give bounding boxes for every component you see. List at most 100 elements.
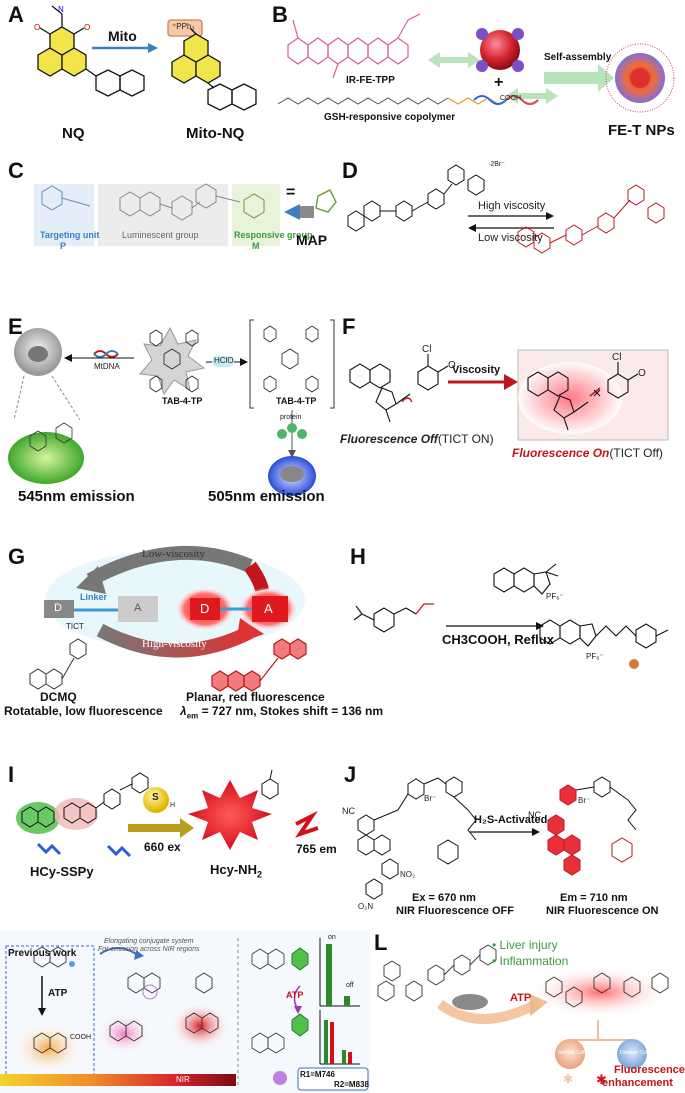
fe-t-np-scheme	[277, 13, 675, 113]
nir-off-label: NIR Fluorescence OFF	[396, 905, 514, 917]
svg-text:N: N	[58, 5, 64, 14]
panel-h: H PF₆⁻ PF₆⁻ CH3COOH, Reflux	[350, 540, 677, 720]
panel-letter-i: I	[8, 762, 15, 787]
mito-arrow-label: Mito	[108, 28, 137, 44]
nc-label-left: NC	[342, 806, 355, 816]
planar-label: Planar, red fluorescence	[186, 690, 325, 704]
fluorescence-off-sub: (TICT ON)	[437, 432, 494, 446]
luminescent-label: Luminescent group	[122, 230, 199, 240]
targeting-unit-label: Targeting unit	[40, 230, 100, 240]
ex-660-label: 660 ex	[144, 840, 181, 854]
normal-cells-label: Normal Cells	[558, 1050, 587, 1056]
lambda-em-value: = 727 nm, Stokes shift = 136 nm	[198, 704, 383, 718]
plus-sign: +	[494, 74, 504, 91]
panel-letter-a: A	[8, 2, 24, 27]
nir-h2s-probe	[357, 776, 637, 900]
tpp-tag: ⁺PPh₃	[172, 22, 195, 31]
br-label-left: Br⁻	[424, 794, 437, 803]
charge-label-1: ·2Br⁻	[488, 161, 505, 168]
rotatable-label: Rotatable, low fluorescence	[4, 704, 163, 718]
cooh-label-k: COOH	[70, 1034, 91, 1041]
nq-structures: O O N	[34, 5, 257, 111]
low-viscosity-label: Low viscosity	[478, 232, 543, 244]
liver-injury-text: Liver injury	[499, 938, 558, 952]
tab-4-tp-left-label: TAB-4-TP	[162, 396, 203, 406]
inflammation-label: • Inflammation	[492, 954, 569, 968]
panel-d: D ·2Br⁻ High viscosity	[338, 150, 677, 260]
protein-label: protein	[280, 414, 302, 421]
h2s-activated-label: H₂S-Activated	[474, 814, 548, 826]
responsive-label: Responsive group	[234, 230, 313, 240]
panel-i: I S H HCy-SSPy 660 ex	[0, 760, 338, 920]
atp-label-left: ATP	[48, 988, 68, 999]
panel-letter-l: L	[374, 930, 388, 955]
r1-label: R1=M746	[300, 1070, 335, 1079]
elongating-label: Elongating conjugate system	[104, 938, 194, 945]
fluorescence-off-main: Fluorescence Off	[340, 432, 438, 446]
off-label: off	[346, 982, 354, 989]
svg-text:✱: ✱	[563, 1072, 573, 1086]
panel-letter-d: D	[342, 158, 358, 183]
fe-t-nps-label: FE-T NPs	[608, 122, 675, 139]
atp-label-right: ATP	[286, 990, 304, 1000]
atp-liver-probe: ✱ ✱	[377, 944, 672, 1087]
nir-on-label: NIR Fluorescence ON	[546, 905, 659, 917]
copolymer-label: GSH-responsive copolymer	[324, 112, 456, 123]
no2-label: NO₂	[400, 870, 416, 879]
cooh-label: COOH	[500, 95, 521, 102]
high-viscosity-label: High-viscosity	[142, 638, 207, 650]
h2s-probe-scheme	[16, 769, 319, 858]
a-red-label: A	[264, 601, 273, 616]
br-label-right: Br⁻	[578, 796, 591, 805]
h-label: H	[170, 802, 176, 809]
emission-505-label: 505nm emission	[208, 488, 325, 505]
elongating-label-2: For emission across NIR regions	[98, 946, 200, 953]
svg-text:O: O	[34, 23, 40, 32]
pf6-label-top: PF₆⁻	[546, 592, 564, 601]
atp-probe-design	[0, 930, 370, 1093]
condensation-reaction	[353, 563, 669, 669]
em-value-label: Em = 710 nm	[560, 892, 628, 904]
o-label-right: O	[638, 368, 646, 379]
dcmq-mechanism	[29, 545, 307, 692]
fluorescence-label: Fluorescence	[614, 1064, 685, 1076]
tab-4-tp-right-label: TAB-4-TP	[276, 396, 317, 406]
map-structure	[34, 183, 337, 246]
inflammation-text: Inflammation	[499, 954, 569, 968]
ir-fe-tpp-label: IR-FE-TPP	[346, 75, 395, 86]
a-gray-label: A	[134, 602, 142, 614]
cl-label-left: Cl	[422, 344, 432, 355]
viscosity-probe	[347, 164, 665, 254]
responsive-m-label: M	[252, 241, 260, 251]
hclo-label: HClO	[214, 356, 234, 365]
lambda-em-sub: em	[186, 711, 199, 721]
panel-letter-c: C	[8, 158, 24, 183]
previous-work-label: Previous work	[8, 948, 77, 959]
nir-label: NIR	[176, 1075, 190, 1084]
enhancement-label: enhancement	[602, 1077, 673, 1089]
panel-g: G	[0, 540, 383, 721]
self-assembly-label: Self-assembly	[544, 52, 612, 63]
viscosity-tict-scheme	[349, 349, 669, 441]
panel-l: L ✱ ✱ • L	[370, 930, 685, 1093]
d-gray-label: D	[54, 602, 62, 614]
panel-letter-j: J	[344, 762, 357, 787]
viscosity-label: Viscosity	[452, 364, 501, 376]
panel-f: F	[338, 310, 677, 480]
panel-letter-h: H	[350, 544, 366, 569]
r2-label: R2=M838	[334, 1080, 369, 1089]
liver-injury-label: • Liver injury	[492, 938, 558, 952]
nq-label: NQ	[62, 125, 85, 142]
hcy-nh2-text: Hcy-NH	[210, 862, 257, 877]
tab-4-tp-scheme	[8, 319, 335, 496]
panel-a: A O O N ⁺PPh₃ Mito	[0, 0, 260, 150]
mito-nq-label: Mito-NQ	[186, 125, 245, 142]
o-label-left: O	[448, 360, 456, 371]
equals-sign: =	[286, 184, 296, 201]
ex-value-label: Ex = 670 nm	[412, 892, 476, 904]
mtdna-label: MtDNA	[94, 362, 120, 371]
targeting-p-label: P	[60, 241, 67, 251]
hcy-nh2-sub: 2	[256, 869, 262, 880]
em-765-label: 765 em	[296, 842, 337, 856]
disease-cells-label: Disease Cells	[620, 1050, 651, 1056]
